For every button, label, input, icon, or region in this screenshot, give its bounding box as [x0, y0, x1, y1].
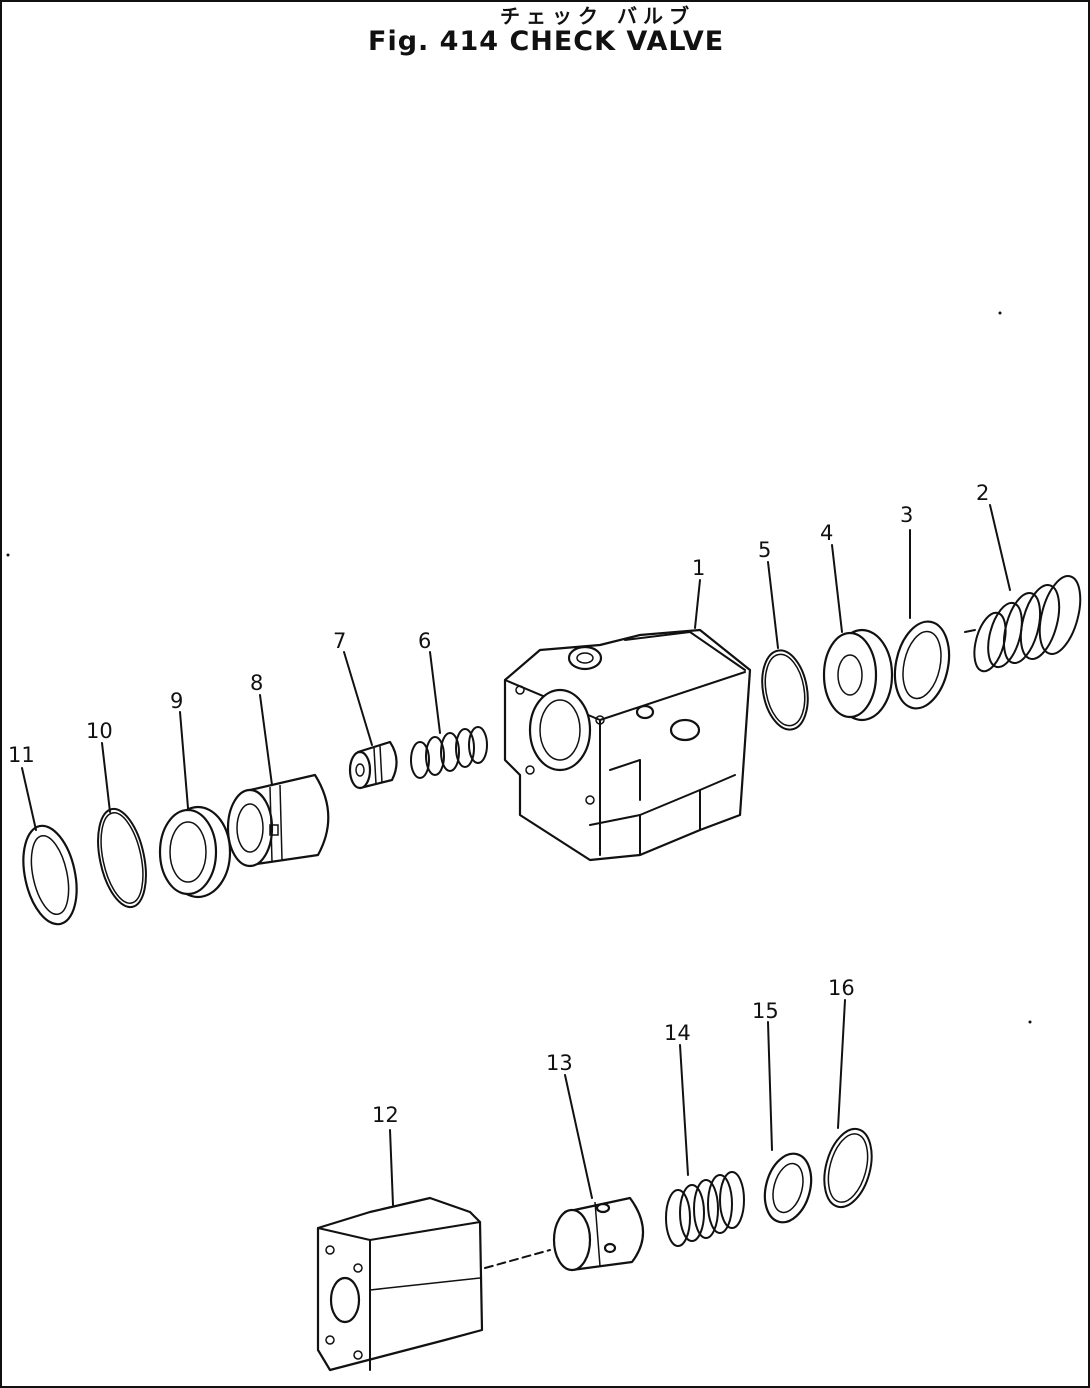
leader-11 — [21, 767, 37, 831]
leader-2 — [989, 504, 1011, 591]
part-12-cover — [316, 1196, 484, 1372]
part-15-washer — [763, 1152, 813, 1224]
leader-13 — [564, 1074, 593, 1199]
leader-8 — [259, 694, 273, 786]
part-10-o-ring — [97, 807, 147, 909]
leader-10 — [101, 742, 111, 813]
center-line — [484, 1249, 551, 1269]
callout-15: 15 — [752, 999, 779, 1023]
part-8-sleeve — [226, 773, 330, 868]
callout-3: 3 — [900, 503, 913, 527]
part-3-washer — [893, 620, 951, 710]
part-16-snap-ring — [823, 1127, 873, 1209]
part-14-spring — [665, 1171, 745, 1247]
callout-11: 11 — [8, 743, 35, 767]
leader-1 — [694, 579, 701, 629]
part-13-piston — [552, 1196, 645, 1272]
callout-8: 8 — [250, 671, 263, 695]
part-9-seat — [158, 805, 232, 899]
callout-6: 6 — [418, 629, 431, 653]
leader-4 — [831, 544, 843, 633]
leader-7 — [343, 651, 373, 746]
leader-9 — [179, 711, 189, 809]
callout-9: 9 — [170, 689, 183, 713]
callout-5: 5 — [758, 538, 771, 562]
part-6-spring — [410, 726, 488, 779]
part-1-valve-body — [503, 628, 752, 862]
callout-14: 14 — [664, 1021, 691, 1045]
leader-16 — [837, 999, 846, 1129]
figure-title-japanese: チェック バルブ — [500, 4, 695, 28]
callout-12: 12 — [372, 1103, 399, 1127]
leader-15 — [767, 1021, 773, 1151]
part-11-washer — [22, 824, 78, 926]
callout-4: 4 — [820, 521, 833, 545]
callout-16: 16 — [828, 976, 855, 1000]
part-4-seat — [822, 628, 894, 722]
callout-7: 7 — [333, 629, 346, 653]
callout-2: 2 — [976, 481, 989, 505]
callout-13: 13 — [546, 1051, 573, 1075]
leader-6 — [429, 651, 441, 734]
part-2-spring — [964, 575, 1082, 673]
leader-12 — [389, 1129, 394, 1206]
callout-1: 1 — [692, 556, 705, 580]
part-5-o-ring — [761, 649, 809, 731]
figure-title: Fig. 414 CHECK VALVE — [368, 26, 725, 57]
leader-14 — [679, 1044, 689, 1176]
callout-10: 10 — [86, 719, 113, 743]
leader-5 — [767, 561, 779, 649]
part-7-poppet — [348, 740, 398, 790]
